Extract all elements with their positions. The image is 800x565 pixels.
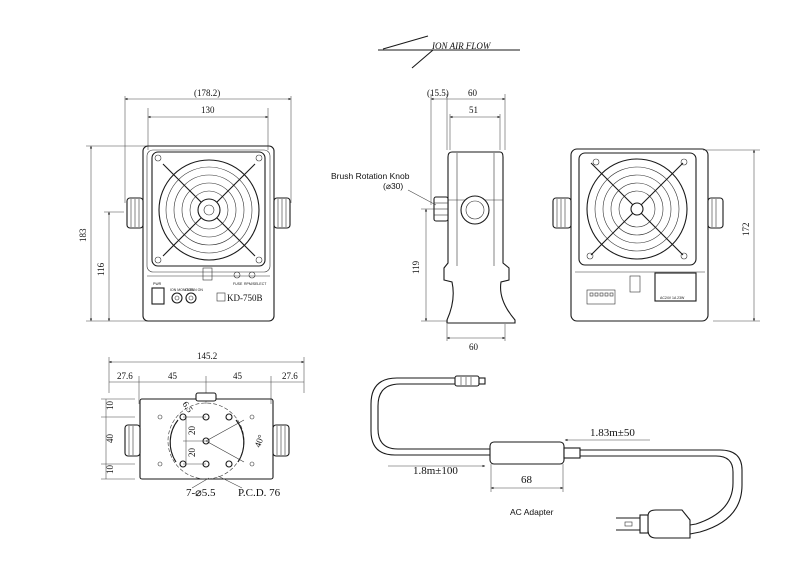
bottom-middle: 40 [105,434,115,444]
bottom-angle: 40° [252,433,266,449]
bottom-right-offset: 27.6 [282,371,298,381]
dc-plug [454,375,486,387]
rear-left-knob [552,197,572,229]
bottom-width-total: 145.2 [197,351,217,361]
front-height-axis: 116 [96,262,106,276]
rear-terminal-block [586,289,616,305]
front-dimensions [86,96,292,322]
bottom-span-left: 45 [168,371,178,381]
front-width-body: 130 [201,105,215,115]
adapter-body-length: 68 [521,474,533,486]
bottom-left-offset: 27.6 [117,371,133,381]
panel-label-ion-monitor: ION MONITOR [170,288,194,292]
panel-label-pwr: PWR [153,282,162,286]
adapter-body [489,441,565,465]
rear-right-knob [707,197,724,229]
airflow-indicator: ION AIR FLOW [378,35,520,69]
bottom-dimensions [101,357,305,480]
ac-adapter-view: 1.83m±50 1.8m±100 68 AC Adapter [370,375,743,539]
mounting-holes [157,413,255,468]
side-height-axis: 119 [411,260,421,274]
bottom-pcd-callout: P.C.D. 76 [238,487,281,499]
side-width-knob: (15.5) [427,88,449,98]
bottom-edge-bottom: 10 [105,465,115,475]
bottom-span-right: 45 [233,371,243,381]
bottom-edge-top: 10 [105,401,115,411]
adapter-cord-lower: 1.8m±100 [413,465,458,477]
bottom-hole-spec: 6.5 [180,399,195,414]
side-knob [433,196,449,222]
front-height-overall: 183 [78,228,88,242]
bottom-inner-b: 20 [187,448,197,458]
model-checkbox [216,292,226,302]
panel-label-rpm-select: RPM/SELECT [244,282,267,286]
panel-label-fuse: FUSE [233,282,243,286]
ac-plug [616,509,691,539]
rear-height: 172 [741,223,751,237]
bottom-right-knob [272,424,290,457]
side-view: (15.5) 60 51 119 60 Brush Rotation Knob … [331,88,516,352]
side-width-base: 60 [469,342,479,352]
bottom-holes-callout: 7-⌀5.5 [186,487,216,499]
bottom-inner-a: 20 [187,426,197,436]
rear-rating-label: AC24V 1A 23W [660,296,685,300]
adapter-cord-upper: 1.83m±50 [590,427,635,439]
front-view: (178.2) 130 183 116 [78,88,292,322]
airflow-label: ION AIR FLOW [431,41,492,51]
rear-view: 172 AC24V 1A 23W [552,148,760,322]
side-knob-diameter: (⌀30) [383,181,403,191]
side-width-top: 60 [468,88,478,98]
front-right-knob [273,197,291,229]
front-model-label: KD-750B [227,293,263,303]
panel-label-clean-on: CLEAN ON [185,288,203,292]
rear-rating-plate [654,272,697,302]
bottom-view: 145.2 27.6 45 45 27.6 10 40 10 20 20 6.5… [101,351,305,499]
power-switch [151,287,165,305]
side-width-body: 51 [469,105,478,115]
adapter-caption: AC Adapter [510,507,554,517]
front-left-knob [126,197,144,229]
side-dimensions [421,94,506,341]
front-width-overall: (178.2) [194,88,220,98]
bottom-left-knob [124,424,141,457]
side-knob-label: Brush Rotation Knob [331,171,410,181]
